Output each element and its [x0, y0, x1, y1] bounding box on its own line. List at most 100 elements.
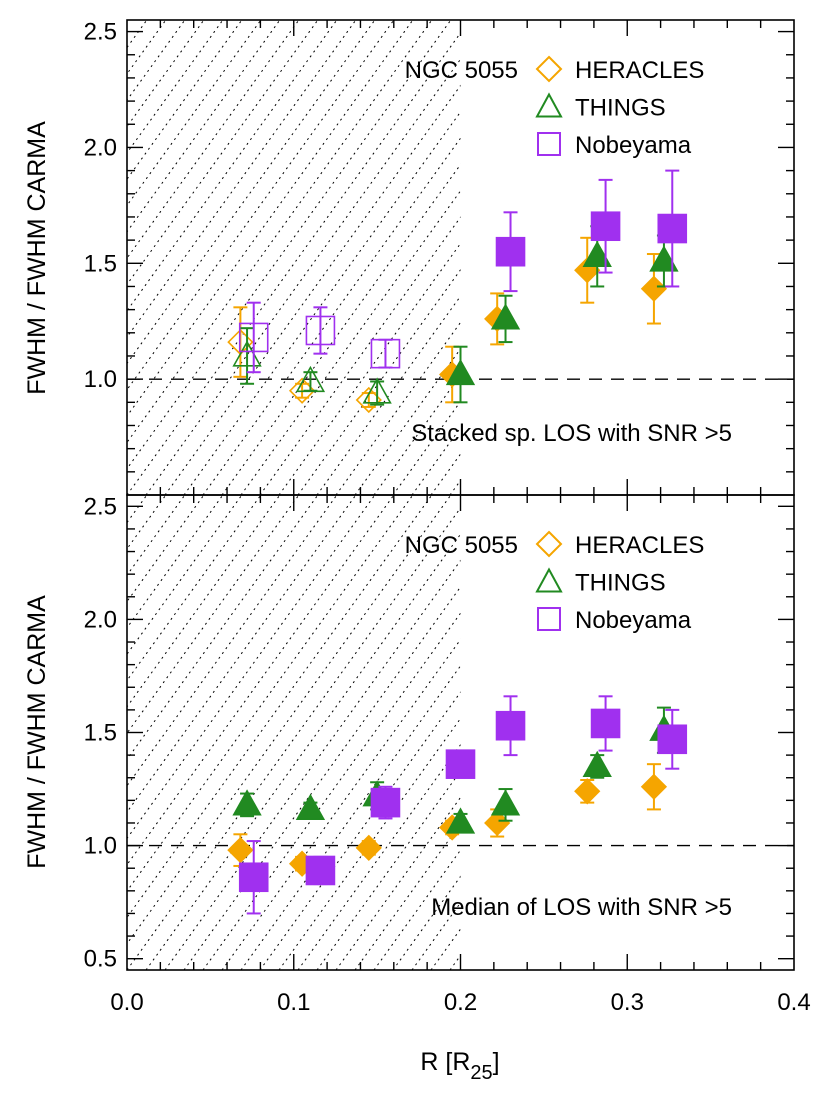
y-tick-label: 2.5	[84, 493, 117, 520]
hatch-line	[221, 495, 566, 970]
data-points	[227, 695, 688, 915]
hatch-line	[202, 20, 547, 495]
nobeyama-point	[370, 338, 401, 369]
things-point	[295, 365, 326, 393]
legend-triangle-icon	[535, 92, 563, 118]
hatch-line	[278, 20, 623, 495]
nobeyama-point	[590, 211, 621, 242]
x-axis-label-end: ]	[493, 1048, 500, 1076]
y-tick-label: 2.5	[84, 19, 117, 46]
hatch-line	[127, 20, 376, 365]
legend-diamond-icon	[535, 530, 563, 558]
hatch-line	[259, 20, 604, 495]
y-axis-label: FWHM / FWHM CARMA	[23, 595, 51, 869]
hatch-line	[240, 495, 585, 970]
nobeyama-point	[590, 708, 621, 739]
hatch-line	[145, 20, 490, 495]
hatch-line	[127, 495, 414, 892]
nobeyama-point	[238, 862, 269, 893]
things-point	[649, 245, 679, 272]
hatch-line	[127, 495, 471, 970]
panel-annotation: Median of LOS with SNR >5	[431, 894, 732, 921]
galaxy-label: NGC 5055	[405, 57, 518, 84]
hatch-line	[791, 966, 794, 970]
legend-diamond-icon	[535, 55, 563, 83]
x-tick-label: 0.4	[777, 989, 810, 1016]
hatch-line	[259, 495, 604, 970]
hatch-line	[164, 20, 509, 495]
legend-label: HERACLES	[575, 57, 704, 84]
hatch-line	[127, 495, 452, 945]
legend-label: Nobeyama	[575, 132, 692, 159]
y-axis-label: FWHM / FWHM CARMA	[23, 121, 51, 395]
nobeyama-point	[445, 749, 476, 779]
things-point	[582, 240, 612, 267]
hatch-line	[127, 495, 338, 787]
legend-square-icon	[537, 607, 561, 631]
hatch-line	[164, 495, 509, 970]
legend-label: HERACLES	[575, 532, 704, 559]
panel-annotation: Stacked sp. LOS with SNR >5	[411, 420, 732, 447]
hatch-line	[183, 20, 528, 495]
galaxy-label: NGC 5055	[405, 532, 518, 559]
hatch-line	[127, 20, 319, 286]
hatch-line	[145, 495, 490, 970]
hatch-line	[127, 495, 433, 919]
hatch-line	[0, 0, 107, 495]
things-point	[445, 807, 476, 834]
hatch-line	[0, 471, 12, 970]
hatch-line	[221, 20, 566, 495]
heracles-point	[640, 773, 668, 800]
legend-label: Nobeyama	[575, 607, 692, 634]
things-point	[362, 377, 392, 404]
things-point	[490, 789, 521, 816]
hatch-line	[127, 495, 300, 734]
hatch-line	[791, 491, 794, 495]
hatch-line	[127, 20, 129, 23]
heracles-point	[574, 778, 601, 805]
legend-square-icon	[537, 132, 561, 156]
things-point	[490, 303, 521, 330]
hatch-line	[811, 471, 830, 970]
y-tick-label: 2.0	[84, 606, 117, 633]
heracles-point	[355, 834, 382, 861]
y-tick-label: 1.5	[84, 720, 117, 747]
y-tick-label: 1.5	[84, 250, 117, 277]
y-tick-label: 1.0	[84, 366, 117, 393]
legend-label: THINGS	[575, 570, 666, 597]
hatch-line	[811, 0, 830, 495]
nobeyama-point	[657, 213, 688, 244]
legend-triangle-icon	[535, 567, 563, 593]
hatch-line	[127, 20, 395, 391]
y-tick-label: 1.0	[84, 833, 117, 860]
hatch-line	[127, 20, 300, 259]
nobeyama-point	[238, 322, 269, 353]
x-axis-label: R [R25]	[420, 1048, 499, 1084]
hatch-line	[278, 495, 623, 970]
hatch-line	[127, 495, 129, 498]
x-tick-label: 0.1	[277, 989, 310, 1016]
nobeyama-point	[657, 724, 688, 755]
hatched-region	[0, 471, 830, 970]
nobeyama-point	[370, 787, 401, 818]
nobeyama-point	[305, 855, 336, 886]
hatch-line	[127, 495, 319, 761]
hatch-line	[127, 495, 376, 840]
x-axis-label-main: R [R	[420, 1048, 470, 1076]
legend-label: THINGS	[575, 95, 666, 122]
hatch-line	[127, 20, 357, 338]
nobeyama-point	[495, 236, 526, 267]
x-tick-label: 0.3	[611, 989, 644, 1016]
x-tick-label: 0.0	[110, 989, 143, 1016]
data-points	[227, 169, 688, 414]
hatch-line	[127, 495, 395, 866]
hatch-line	[0, 0, 12, 495]
things-point	[232, 789, 262, 816]
nobeyama-point	[495, 710, 526, 741]
y-tick-label: 2.0	[84, 134, 117, 161]
hatch-line	[127, 20, 414, 417]
x-tick-label: 0.2	[444, 989, 477, 1016]
hatch-line	[127, 20, 471, 495]
